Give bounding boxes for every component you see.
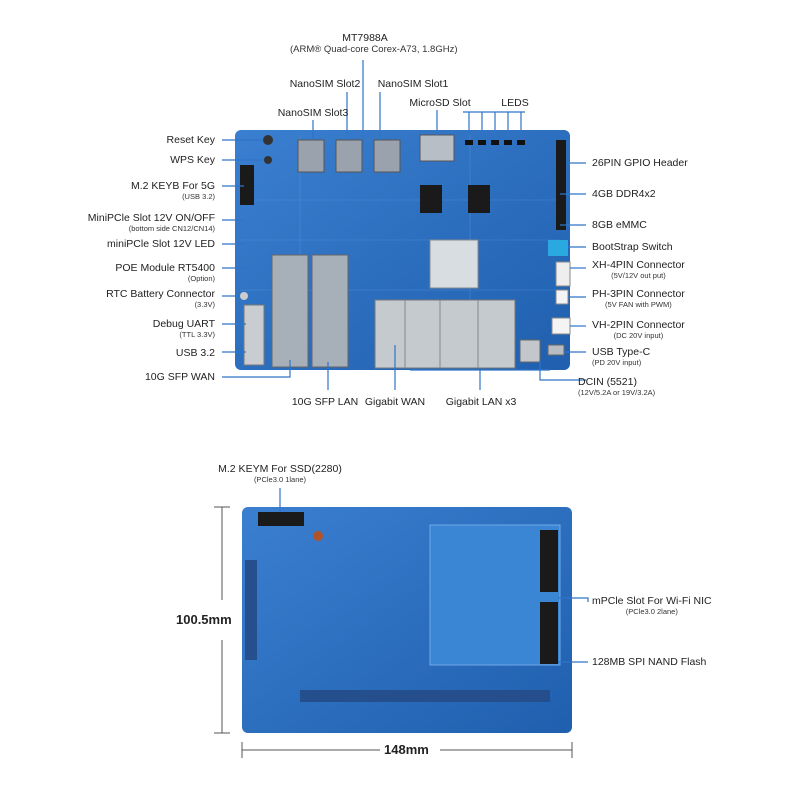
callout-lines-top: [222, 60, 586, 390]
ddr-part: [420, 185, 442, 213]
bottom-cap: [313, 531, 323, 541]
rtc-part: [240, 292, 248, 300]
vh2-part: [551, 317, 571, 335]
label-nanosim-slot2: NanoSIM Slot2: [289, 78, 361, 90]
dcin-part: [519, 339, 541, 363]
label-m2-keym: M.2 KEYM For SSD(2280)(PCle3.0 1lane): [218, 463, 342, 484]
mpcie-slot-1: [540, 530, 558, 592]
mpcie-area: [429, 524, 561, 666]
label-minipcie-onoff: MiniPCle Slot 12V ON/OFF(bottom side CN1…: [87, 212, 215, 233]
typec-part: [547, 344, 565, 356]
bootstrap-part: [548, 240, 568, 256]
label-minipcie-led: miniPCle Slot 12V LED: [107, 238, 215, 250]
label-bootstrap: BootStrap Switch: [592, 241, 673, 253]
label-nanosim-slot1: NanoSIM Slot1: [377, 78, 449, 90]
label-ph-3pin: PH-3PIN Connector(5V FAN with PWM): [592, 288, 685, 309]
label-leds: LEDS: [501, 97, 529, 109]
led-row: [465, 140, 525, 145]
label-sfp-wan: 10G SFP WAN: [144, 371, 215, 383]
label-nanosim-slot3: NanoSIM Slot3: [277, 107, 349, 119]
label-vh-2pin: VH-2PIN Connector(DC 20V input): [592, 319, 685, 340]
label-mpcie-wifi: mPCle Slot For Wi-Fi NIC(PCle3.0 2lane): [592, 595, 712, 616]
nanosim1-part: [373, 139, 401, 173]
gpio-header-part: [556, 140, 566, 230]
label-gpio-header: 26PIN GPIO Header: [592, 157, 688, 169]
label-emmc: 8GB eMMC: [592, 219, 647, 231]
sfp-wan-part: [271, 254, 309, 368]
label-usb-typec: USB Type-C(PD 20V input): [592, 346, 651, 367]
label-gigabit-lan: Gigabit LAN x3: [445, 396, 517, 408]
ph3-part: [555, 289, 569, 305]
label-xh-4pin: XH-4PIN Connector(5V/12V out put): [592, 259, 685, 280]
label-sfp-lan: 10G SFP LAN: [291, 396, 359, 408]
m2-keyb-part: [240, 165, 254, 205]
label-debug-uart: Debug UART(TTL 3.3V): [152, 318, 215, 339]
rj45-block: [374, 299, 516, 369]
xh4-part: [555, 261, 571, 287]
top-board: [235, 130, 571, 370]
label-gigabit-wan: Gigabit WAN: [364, 396, 426, 408]
nanosim2-part: [335, 139, 363, 173]
sfp-lan-part: [311, 254, 349, 368]
bottom-board: [242, 507, 572, 733]
reset-key-part: [263, 135, 273, 145]
dimension-width: 148mm: [384, 742, 429, 757]
m2-keym-part: [258, 512, 304, 526]
label-wps-key: WPS Key: [170, 154, 215, 166]
label-usb32: USB 3.2: [175, 347, 215, 359]
label-microsd-slot: MicroSD Slot: [409, 97, 471, 109]
bottom-header-left: [245, 560, 257, 660]
label-rtc-battery: RTC Battery Connector(3.3V): [106, 288, 215, 309]
label-m2-keyb: M.2 KEYB For 5G(USB 3.2): [130, 180, 215, 201]
label-ddr: 4GB DDR4x2: [592, 188, 656, 200]
callout-lines-bottom: [279, 488, 589, 663]
dimension-lines: [214, 506, 573, 758]
soc-chip: [429, 239, 479, 289]
label-dcin: DCIN (5521)(12V/5.2A or 19V/3.2A): [578, 376, 656, 397]
mpcie-slot-2: [540, 602, 558, 664]
label-reset-key: Reset Key: [166, 134, 215, 146]
wps-key-part: [264, 156, 272, 164]
microsd-part: [419, 134, 455, 162]
dimension-height: 100.5mm: [176, 612, 232, 627]
label-spi-nand: 128MB SPI NAND Flash: [592, 656, 707, 668]
usb32-part: [243, 304, 265, 366]
bottom-connector-row: [300, 690, 550, 702]
ddr-part-2: [468, 185, 490, 213]
nanosim3-part: [297, 139, 325, 173]
label-mt7988a: MT7988A (ARM® Quad-core Corex-A73, 1.8GH…: [290, 32, 458, 55]
label-poe-module: POE Module RT5400(Option): [115, 262, 215, 283]
